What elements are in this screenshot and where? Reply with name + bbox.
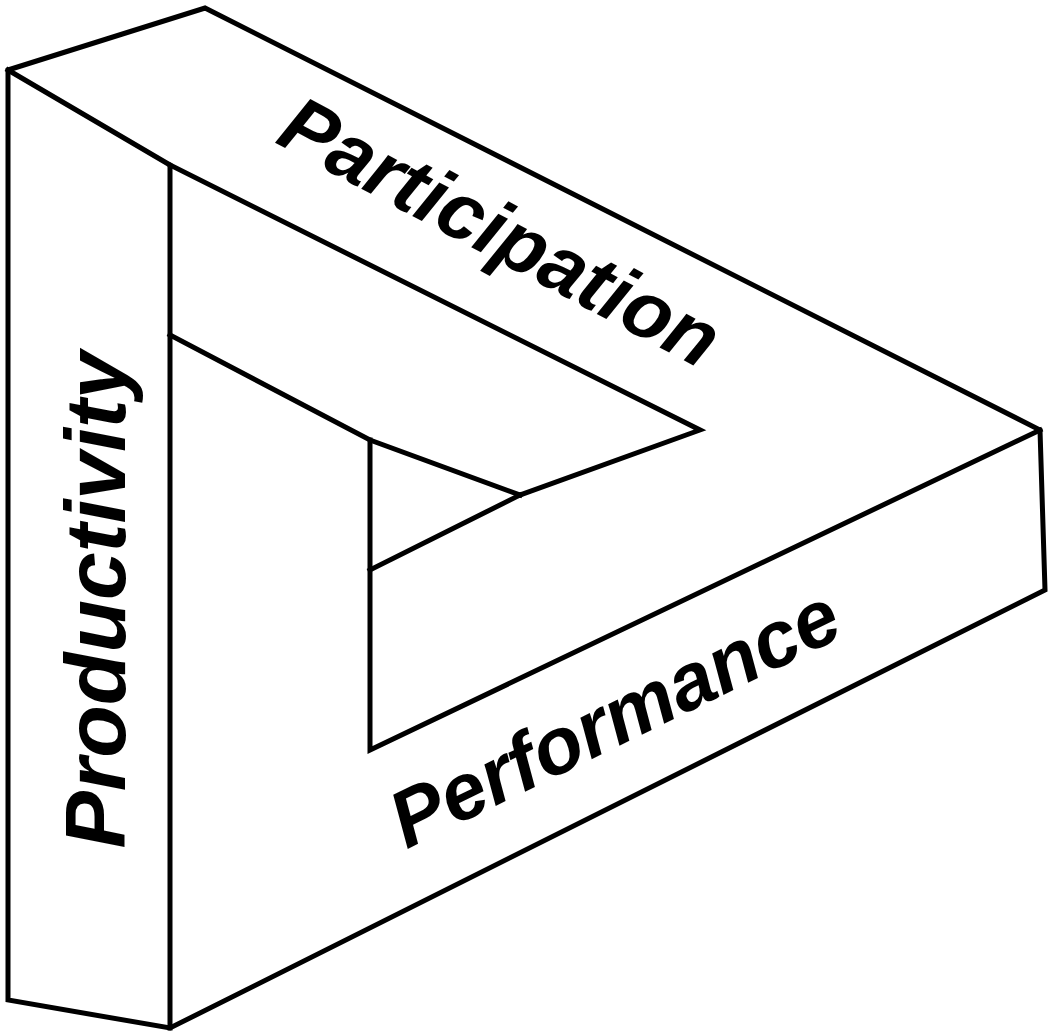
inner-edge (170, 335, 520, 495)
inner-edge (370, 495, 520, 570)
face-label: Performance (378, 575, 853, 861)
face-label: Productivity (52, 352, 138, 849)
left-bar-edge (8, 70, 170, 1028)
face-label: Participation (267, 83, 732, 381)
outer-outline (8, 8, 1045, 1028)
